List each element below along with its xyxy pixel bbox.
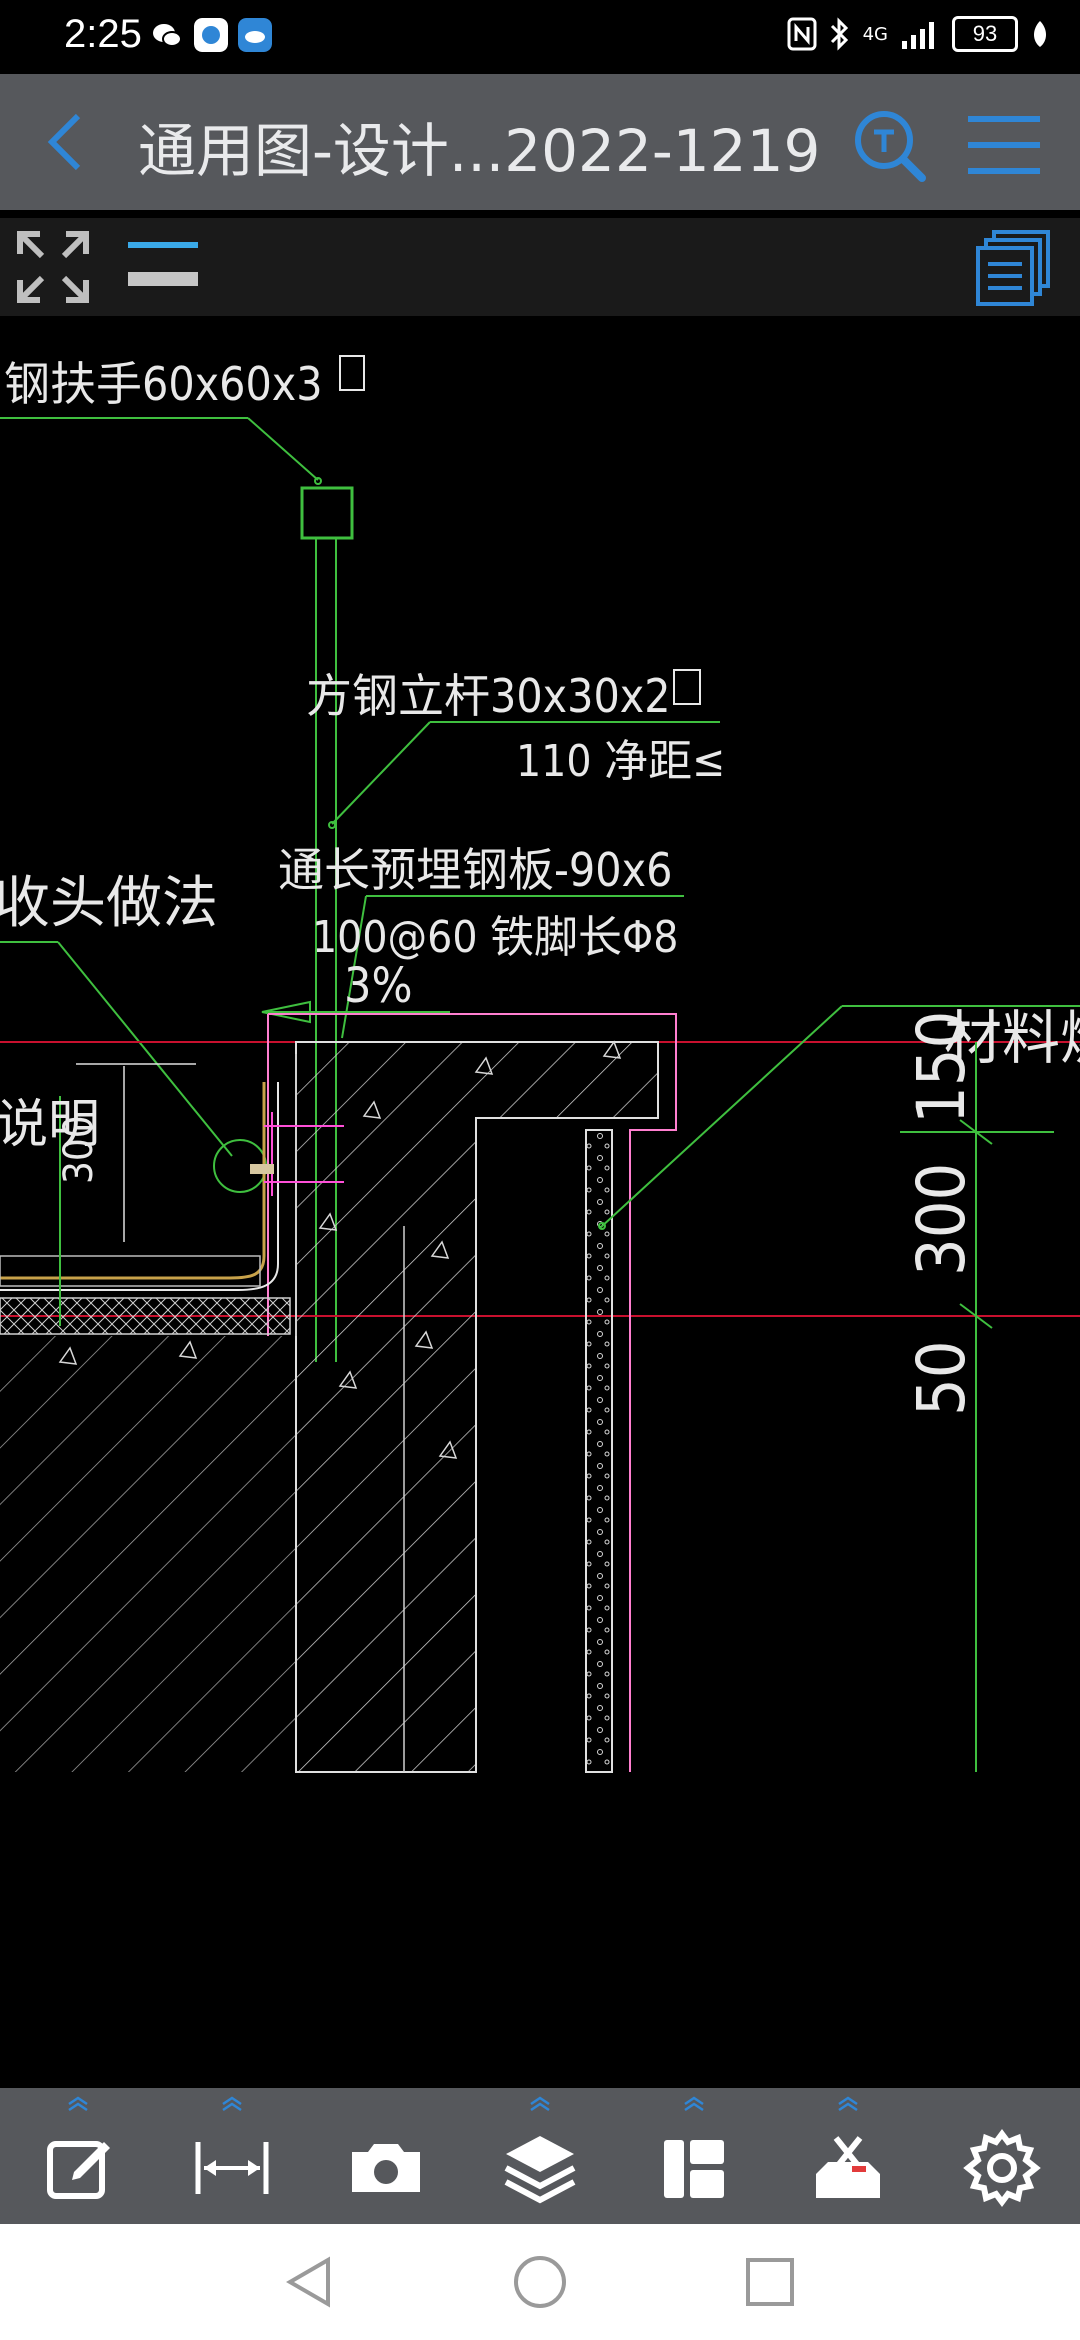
handrail-section xyxy=(300,486,354,540)
measure-icon xyxy=(195,2142,269,2194)
network-type: 4G xyxy=(862,23,888,45)
plate-annotation: 通长预埋钢板-90x6 100@60 铁脚长Φ8 3% xyxy=(261,843,684,1039)
document-title: 通用图-设计...2022-1219 xyxy=(138,117,821,185)
bluetooth-icon xyxy=(830,17,848,51)
termination-annotation: 收头做法 xyxy=(0,871,267,1193)
material-annotation: 材料燃 xyxy=(598,1004,1080,1230)
anchor-label: 100@60 铁脚长Φ8 xyxy=(312,912,678,963)
camera-icon xyxy=(352,2144,420,2192)
cad-drawing-canvas[interactable]: 钢扶手60x60x3 方钢立杆30x30x2 110 净距≤ 通长预埋钢板-90… xyxy=(0,316,1080,2088)
layout-list-icon[interactable] xyxy=(976,230,1052,306)
layout-tool-button[interactable] xyxy=(634,2088,754,2224)
edit-tool-button[interactable] xyxy=(18,2088,138,2224)
cad-drawing: 钢扶手60x60x3 方钢立杆30x30x2 110 净距≤ 通长预埋钢板-90… xyxy=(0,355,1080,1773)
nav-back-icon[interactable] xyxy=(280,2252,340,2312)
settings-icon xyxy=(963,2129,1041,2207)
plate-label: 通长预埋钢板-90x6 xyxy=(278,843,672,897)
measure-tool-button[interactable] xyxy=(172,2088,292,2224)
system-nav-bar xyxy=(0,2224,1080,2340)
chevron-up-icon xyxy=(684,2096,704,2112)
slope-label: 3% xyxy=(344,958,413,1014)
dim-300-right: 300 xyxy=(903,1163,980,1276)
battery-indicator: 93 xyxy=(952,16,1018,52)
dimension-left: 说明 300 xyxy=(0,1063,196,1326)
toolbox-icon xyxy=(816,2136,880,2198)
handrail-annotation: 钢扶手60x60x3 xyxy=(0,355,365,485)
spacing-label: 110 净距≤ xyxy=(516,736,725,787)
text-search-icon[interactable] xyxy=(852,108,928,184)
aggregate-marks xyxy=(58,1040,622,1459)
leaf-icon xyxy=(1034,21,1046,47)
dim-50: 50 xyxy=(903,1340,980,1416)
hamburger-menu-icon[interactable] xyxy=(964,110,1044,180)
status-time: 2:25 xyxy=(64,12,142,56)
edit-icon xyxy=(47,2141,110,2199)
nfc-icon xyxy=(787,17,817,51)
dim-150: 150 xyxy=(903,1011,980,1124)
handrail-label: 钢扶手60x60x3 xyxy=(4,357,323,411)
chevron-up-icon xyxy=(68,2096,88,2112)
view-toolbar xyxy=(0,218,1080,316)
status-bar: 2:25 4G 93 xyxy=(0,0,1080,74)
line-weight-icon[interactable] xyxy=(126,236,200,296)
notification-icons xyxy=(150,18,272,52)
chevron-left-icon[interactable] xyxy=(36,110,100,174)
title-bar: 通用图-设计...2022-1219 xyxy=(0,74,1080,210)
app-notify-icon xyxy=(194,18,228,52)
signal-icon xyxy=(902,22,934,49)
material-label: 材料燃 xyxy=(944,1004,1080,1072)
chevron-up-icon xyxy=(222,2096,242,2112)
nav-home-icon[interactable] xyxy=(510,2252,570,2312)
nav-recents-icon[interactable] xyxy=(740,2252,800,2312)
wechat-icon xyxy=(153,24,182,47)
bottom-toolbar xyxy=(0,2088,1080,2224)
layout-panels-icon xyxy=(664,2140,724,2198)
dimension-right: 150 300 50 xyxy=(900,1011,1054,1772)
toolbox-tool-button[interactable] xyxy=(788,2088,908,2224)
fullscreen-expand-icon[interactable] xyxy=(16,230,90,304)
system-status: 4G 93 xyxy=(787,16,1050,52)
layers-tool-button[interactable] xyxy=(480,2088,600,2224)
chevron-up-icon xyxy=(838,2096,858,2112)
chevron-up-icon xyxy=(530,2096,550,2112)
concrete-section xyxy=(0,1013,677,1773)
post-annotation: 方钢立杆30x30x2 110 净距≤ xyxy=(306,669,725,829)
cloud-app-icon xyxy=(238,18,272,52)
camera-tool-button[interactable] xyxy=(326,2088,446,2224)
post-label: 方钢立杆30x30x2 xyxy=(306,669,671,723)
note-label: 说明 xyxy=(0,1095,100,1155)
dim-300-left: 300 xyxy=(56,1115,102,1184)
termination-label: 收头做法 xyxy=(0,871,218,936)
settings-button[interactable] xyxy=(942,2088,1062,2224)
layers-icon xyxy=(504,2136,576,2204)
